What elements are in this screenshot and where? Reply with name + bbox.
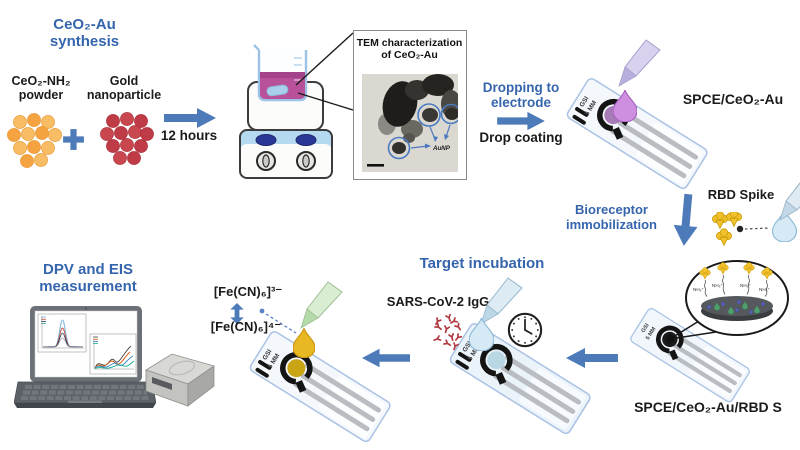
- hotplate-stirrer-icon: [239, 44, 333, 179]
- aunp-circle-icon: [417, 103, 441, 127]
- arrow-right-12hours-icon: [164, 108, 216, 128]
- scale-bar-icon: [367, 164, 384, 167]
- aunp-dots-icon: [706, 299, 766, 315]
- dpv-chart-icon: [37, 313, 87, 353]
- tem-micrograph: AuNP: [362, 74, 458, 172]
- arrow-right-dropcoating-icon: [497, 111, 545, 131]
- laptop-icon: [14, 306, 156, 408]
- powder-label: CeO₂-NH₂ powder: [11, 74, 71, 103]
- linker-stems-icon: [703, 274, 769, 297]
- dropping-heading: Dropping to electrode: [482, 80, 560, 111]
- droplet-rbd-icon: [772, 210, 797, 242]
- pipette-icon: [779, 182, 800, 221]
- electrode-brand-line1: GSI: [579, 95, 591, 108]
- arrow-left-icon: [566, 348, 618, 368]
- electrode-brand-line1: GSI: [640, 322, 650, 334]
- electrode-brand-line1: GSI: [262, 348, 274, 361]
- linker-labels: NH₃⁺ NH₃⁺ NH₃⁺ NH₃⁺: [693, 283, 771, 292]
- duration-label: 12 hours: [160, 128, 218, 143]
- electrode-target-incubation: GSI 5 MM: [449, 322, 592, 435]
- gold-nanoparticle-label: Gold nanoparticle: [86, 74, 162, 103]
- tem-inset-box: TEM characterization of CeO₂-Au AuNP: [353, 30, 467, 180]
- redox-link-dot: [259, 308, 265, 314]
- touchpad-icon: [68, 400, 102, 404]
- eis-chart-icon: [89, 333, 137, 375]
- bioreceptor-heading: Bioreceptor immobilization: [566, 202, 657, 232]
- spce-ceo2au-label: SPCE/CeO₂-Au: [682, 91, 784, 107]
- target-incubation-heading: Target incubation: [419, 255, 545, 272]
- ceo2-powder-icon: [7, 113, 62, 168]
- sars-cov2-igg-label: SARS-CoV-2 IgG: [386, 294, 490, 309]
- pipette-icon: [618, 39, 661, 87]
- arrow-down-icon: [673, 193, 698, 246]
- nh3-label: NH₃⁺: [740, 283, 752, 288]
- nh3-label: NH₃⁺: [712, 283, 724, 288]
- pipette-icon: [480, 277, 523, 325]
- tem-title: TEM characterization of CeO₂-Au: [356, 37, 463, 61]
- inset-spikes-icon: [699, 262, 773, 280]
- igg-antibodies-icon: [433, 314, 463, 351]
- synthesis-heading-line2: synthesis: [49, 33, 120, 51]
- droplet-redox-icon: [293, 328, 315, 358]
- rbd-spike-label: RBD Spike: [707, 187, 775, 202]
- rbd-spike-proteins-icon: [712, 212, 742, 247]
- beaker-icon: [253, 44, 308, 102]
- electrode-brand-line1: GSI: [462, 340, 474, 353]
- droplet-ceo2au-icon: [613, 90, 637, 122]
- electrode-measurement: GSI 5 MM: [249, 330, 392, 443]
- aunp-circle-icon: [387, 136, 411, 160]
- measurement-heading: DPV and EIS measurement: [39, 261, 137, 296]
- nh3-label: NH₃⁺: [759, 287, 771, 292]
- nh3-label: NH₃⁺: [693, 287, 705, 292]
- rbd-link-dot: [736, 225, 744, 233]
- droplet-sample-icon: [469, 318, 494, 351]
- synthesis-heading: CeO₂-Au synthesis: [27, 16, 142, 50]
- arrow-left-icon: [362, 348, 410, 368]
- drop-coating-label: Drop coating: [479, 130, 563, 145]
- electrode-spce-ceo2-au-rbds: GSI 5 MM: [629, 307, 751, 403]
- aunp-circle-icon: [440, 103, 458, 125]
- spce-ceo2au-rbds-label: SPCE/CeO₂-Au/RBD S: [634, 399, 782, 415]
- redox-reduced-label: [Fe(CN)₆]⁴⁻: [210, 319, 282, 334]
- potentiostat-icon: [145, 353, 215, 407]
- callout-anchor-dot: [665, 334, 675, 344]
- pipette-icon: [300, 281, 343, 329]
- ceo2-particles-icon: [713, 301, 761, 315]
- redox-oxidized-label: [Fe(CN)₆]³⁻: [213, 284, 283, 299]
- surface-inset-bubble: NH₃⁺ NH₃⁺ NH₃⁺ NH₃⁺: [685, 260, 789, 336]
- aunp-annotation: AuNP: [432, 145, 451, 152]
- plus-icon: [63, 129, 84, 150]
- clock-icon: [507, 312, 543, 348]
- synthesis-heading-line1: CeO₂-Au: [53, 16, 116, 33]
- gold-nanoparticle-icon: [100, 112, 154, 165]
- redox-double-arrow-icon: [230, 303, 244, 324]
